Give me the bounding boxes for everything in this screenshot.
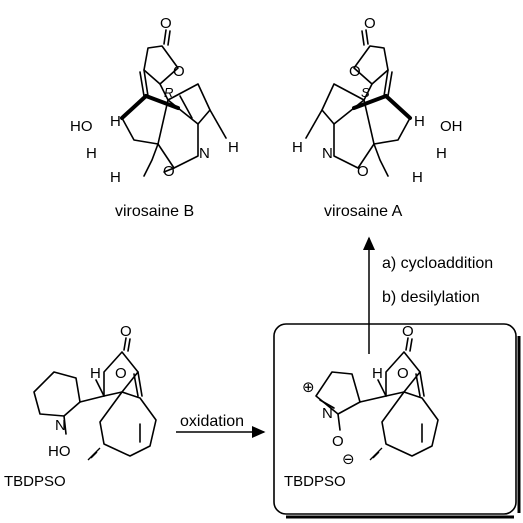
sm-tbdpso: TBDPSO [4, 473, 66, 490]
vb-carbonyl-o: O [160, 15, 172, 32]
nit-tbdpso: TBDPSO [284, 473, 346, 490]
virosaine-b-structure [120, 29, 227, 177]
vb-h2: H [86, 145, 97, 162]
sm-h: H [90, 365, 101, 382]
nit-n-charge: ⊕ [302, 379, 315, 396]
vb-h4: H [228, 139, 239, 156]
va-carbonyl-o: O [364, 15, 376, 32]
va-oh: OH [440, 118, 463, 135]
sm-ho: HO [48, 443, 71, 460]
oxidation-label: oxidation [180, 413, 244, 430]
va-h2: H [436, 145, 447, 162]
vb-h3: H [110, 169, 121, 186]
nit-o-minus: O [332, 433, 344, 450]
vb-ho: HO [70, 118, 93, 135]
vb-n: N [199, 145, 210, 162]
vb-r-label: R [164, 85, 173, 100]
virosaine-b-label: virosaine B [115, 203, 194, 220]
virosaine-a-label: virosaine A [324, 203, 403, 220]
nit-h: H [372, 365, 383, 382]
nit-lactone-o: O [397, 365, 409, 382]
nitrone-structure [315, 337, 439, 461]
vb-lactone-o: O [173, 63, 185, 80]
va-h3: H [412, 169, 423, 186]
vb-h1: H [110, 113, 121, 130]
va-lactone-o: O [349, 63, 361, 80]
vb-ring-o: O [163, 163, 175, 180]
va-ring-o: O [357, 163, 369, 180]
nitrone-box [273, 323, 517, 515]
virosaine-a-structure [305, 29, 412, 177]
starting-material-structure [33, 337, 157, 461]
nit-carbonyl-o: O [402, 323, 414, 340]
va-n: N [322, 145, 333, 162]
va-s-label: S [361, 85, 370, 100]
step-a-label: a) cycloaddition [382, 255, 493, 272]
sm-n: N [55, 417, 66, 434]
va-h1: H [414, 113, 425, 130]
va-h4: H [292, 139, 303, 156]
nit-o-charge: ⊖ [342, 451, 355, 468]
sm-carbonyl-o: O [120, 323, 132, 340]
sm-lactone-o: O [115, 365, 127, 382]
nit-n: N [322, 405, 333, 422]
step-b-label: b) desilylation [382, 289, 480, 306]
